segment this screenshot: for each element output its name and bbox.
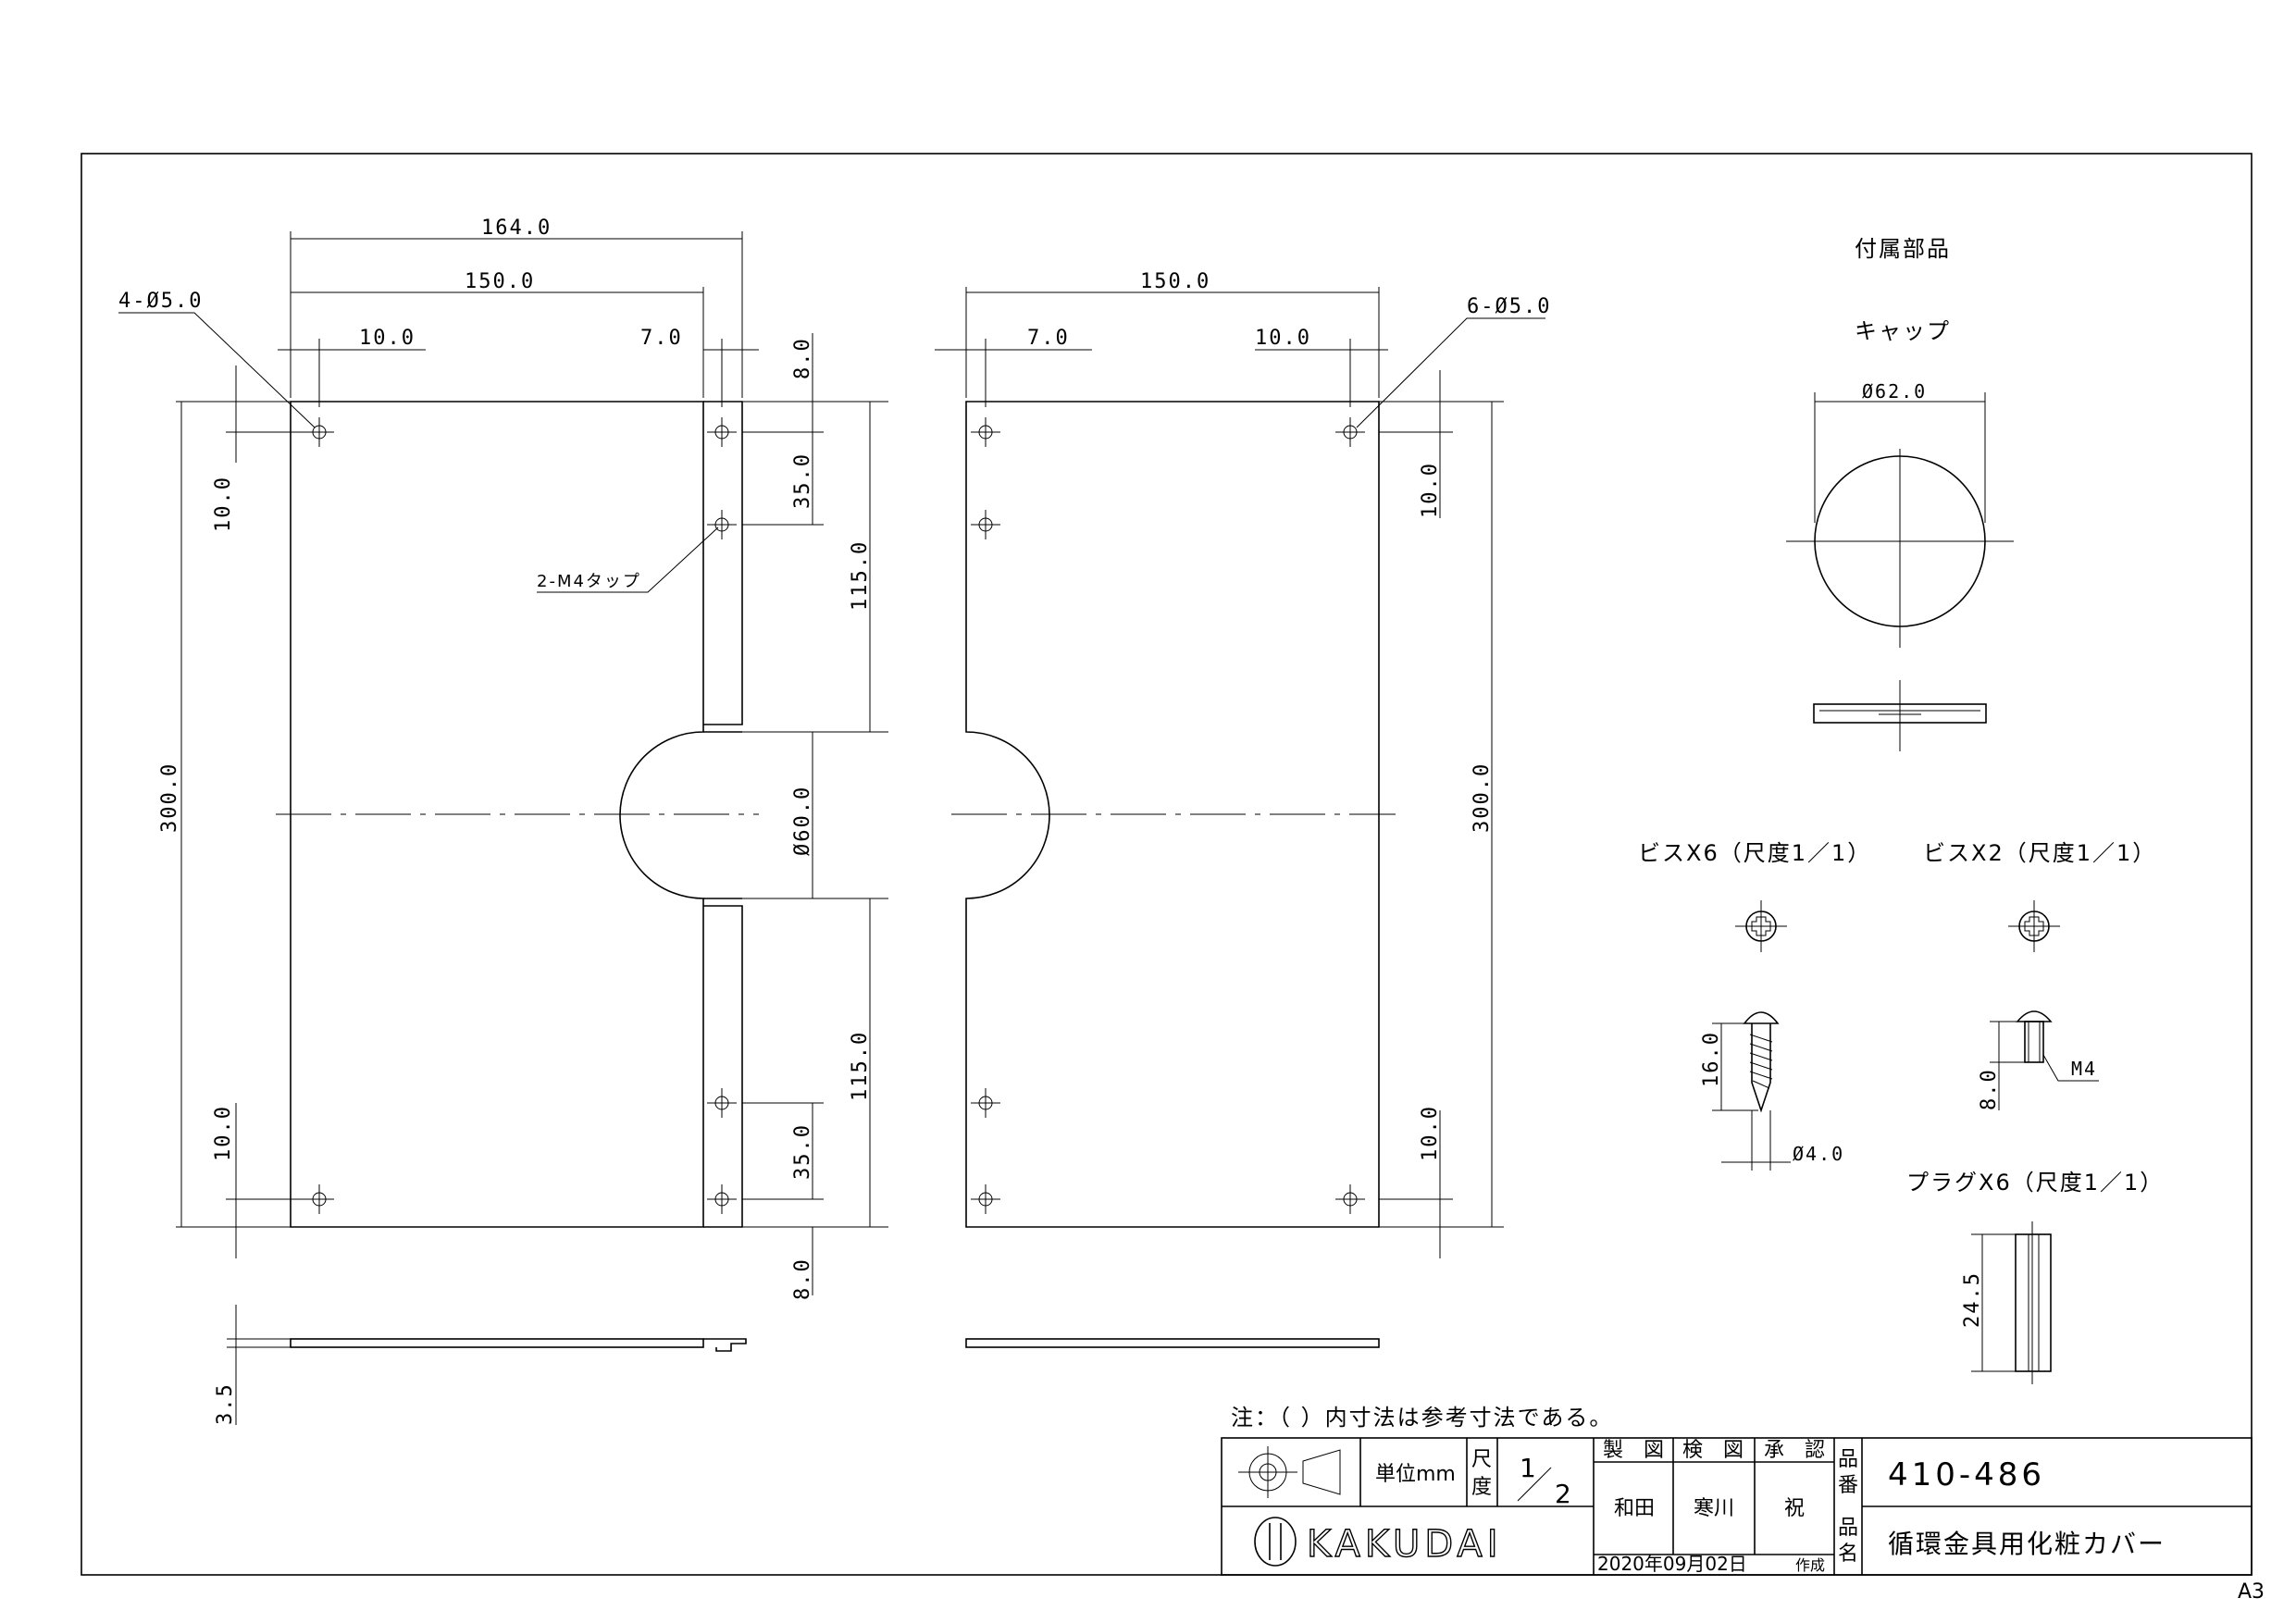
part-name-label-1: 品	[1838, 1517, 1858, 1540]
date-suffix: 作成	[1795, 1556, 1825, 1574]
cap-diameter: Ø62.0	[1862, 380, 1927, 403]
plug-label: プラグX6（尺度1／1）	[1906, 1170, 2164, 1196]
name-approved: 祝	[1784, 1497, 1805, 1520]
left-dimensions: 164.0 150.0 10.0 7.0 4-Ø5.0 2-M4タップ 300.…	[118, 217, 888, 1300]
screw2-head-icon	[2008, 900, 2060, 952]
col-checked: 検 図	[1682, 1439, 1744, 1462]
name-drawn: 和田	[1614, 1497, 1655, 1520]
screw1-length: 16.0	[1700, 1031, 1723, 1087]
screw2-side-view	[1990, 1010, 2099, 1110]
right-plate-outline	[965, 401, 1380, 1228]
right-mount-holes	[971, 417, 1365, 1214]
dim-hole-y-bottom: 10.0	[212, 1105, 235, 1161]
accessories: 付属部品 キャップ Ø62.0 ビスX6（尺度1／1） 16.0 Ø4.0 ビス…	[1638, 236, 2164, 1384]
screw1-side-view	[1712, 1011, 1791, 1171]
dim-plate-width: 150.0	[465, 270, 535, 293]
scale-label-1: 尺	[1471, 1448, 1492, 1471]
unit-label: 単位mm	[1375, 1463, 1456, 1486]
accessories-title: 付属部品	[1855, 236, 1951, 262]
dim-hole-x-right: 7.0	[640, 327, 683, 350]
dim-right-plate-width: 150.0	[1140, 270, 1210, 293]
right-side-view	[965, 1338, 1380, 1348]
screw1-label: ビスX6（尺度1／1）	[1638, 840, 1871, 866]
dim-right-height: 300.0	[1471, 762, 1494, 833]
left-plate-view: 164.0 150.0 10.0 7.0 4-Ø5.0 2-M4タップ 300.…	[118, 217, 888, 1425]
screw2-label: ビスX2（尺度1／1）	[1923, 840, 2156, 866]
screw1-diameter: Ø4.0	[1793, 1143, 1844, 1165]
dim-left-height: 300.0	[158, 762, 181, 833]
kakudai-logo-icon: KAKUDAI	[1254, 1517, 1503, 1567]
drawing-note: 注：（ ）内寸法は参考寸法である。	[1231, 1405, 1613, 1431]
dim-thickness: 3.5	[214, 1382, 237, 1425]
dim-right-hole-y-bottom: 10.0	[1419, 1105, 1442, 1161]
dim-left-hole-callout: 4-Ø5.0	[118, 290, 203, 313]
dim-tap-callout: 2-M4タップ	[537, 572, 641, 591]
plug-side-view	[1971, 1221, 2052, 1384]
part-name: 循環金具用化粧カバー	[1888, 1529, 2166, 1559]
col-drawn: 製 図	[1603, 1439, 1664, 1462]
col-approved: 承 認	[1764, 1439, 1825, 1462]
dim-pitch-bottom: 35.0	[791, 1123, 814, 1180]
left-plate-outline	[290, 401, 704, 1228]
sheet-size: A3	[2238, 1580, 2265, 1604]
dim-segment-top: 115.0	[849, 540, 872, 611]
scale-label-2: 度	[1471, 1476, 1492, 1499]
left-mount-holes	[304, 417, 737, 1214]
brand-name: KAKUDAI	[1307, 1523, 1503, 1566]
part-no-label-1: 品	[1838, 1448, 1858, 1471]
plug-length: 24.5	[1961, 1271, 1984, 1328]
dim-offset-bottom: 8.0	[791, 1258, 814, 1300]
part-number: 410-486	[1888, 1456, 2045, 1493]
dim-cutout-diameter: Ø60.0	[791, 786, 814, 856]
projection-symbol-icon	[1238, 1446, 1341, 1498]
dim-right-hole-x-left: 7.0	[1027, 327, 1070, 350]
title-block: 単位mm 尺 度 1 2 製 図 検 図 承 認 和田 寒川 祝 2020年09…	[1221, 1437, 2253, 1576]
right-plate-view: 150.0 7.0 10.0 6-Ø5.0 300.0 10.0 10.0	[935, 270, 1551, 1348]
dim-hole-x: 10.0	[359, 327, 416, 350]
left-cutout-edge	[703, 731, 742, 899]
dim-right-hole-callout: 6-Ø5.0	[1467, 295, 1551, 318]
name-checked: 寒川	[1694, 1497, 1734, 1520]
cap-side-view	[1813, 680, 1987, 751]
scale-numerator: 1	[1520, 1453, 1540, 1483]
dim-right-hole-x: 10.0	[1255, 327, 1311, 350]
drawing-date: 2020年09月02日	[1597, 1553, 1747, 1575]
dim-pitch-top: 35.0	[791, 452, 814, 509]
dim-hole-y-top: 10.0	[212, 476, 235, 532]
right-dimensions: 150.0 7.0 10.0 6-Ø5.0 300.0 10.0 10.0	[935, 270, 1551, 1258]
dim-overall-width: 164.0	[481, 217, 552, 240]
cap-label: キャップ	[1855, 318, 1951, 344]
sheet-border	[81, 153, 2253, 1576]
left-plate-flange	[703, 401, 743, 1228]
dim-offset-top: 8.0	[791, 337, 814, 379]
screw2-thread: M4	[2071, 1058, 2097, 1080]
part-no-label-2: 番	[1838, 1474, 1858, 1497]
part-name-label-2: 名	[1838, 1542, 1858, 1566]
left-side-view: 3.5	[214, 1305, 747, 1425]
dim-segment-bottom: 115.0	[849, 1031, 872, 1101]
screw1-head-icon	[1735, 900, 1787, 952]
scale-denominator: 2	[1555, 1479, 1575, 1509]
dim-right-hole-y: 10.0	[1419, 462, 1442, 518]
screw2-length: 8.0	[1978, 1068, 2001, 1110]
